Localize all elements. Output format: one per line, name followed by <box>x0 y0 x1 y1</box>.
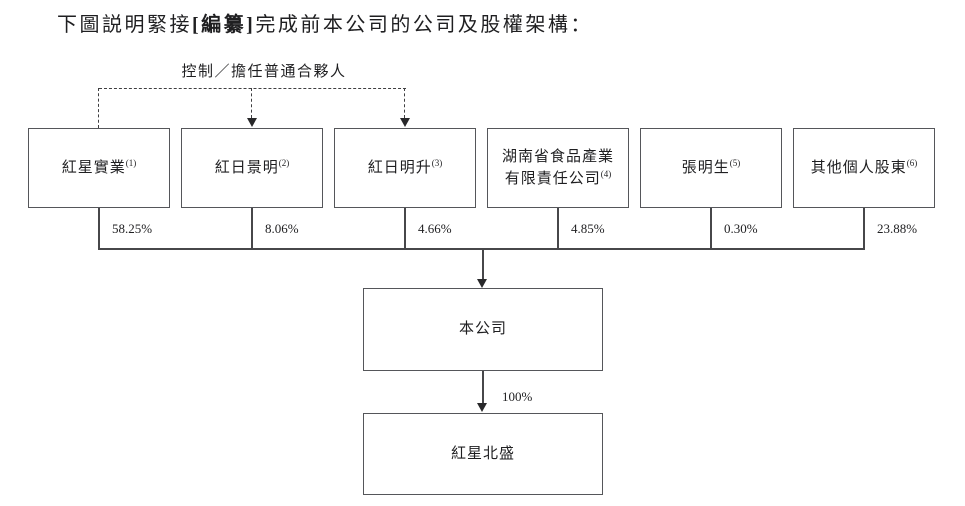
connector-line <box>482 371 484 404</box>
down-arrowhead-icon <box>477 279 487 288</box>
shareholder-name: 紅日明升(3) <box>368 157 443 178</box>
caption-bracket-term: [編纂] <box>192 14 256 36</box>
shareholder-box-hongri-mingsheng: 紅日明升(3) <box>334 128 476 208</box>
connector-line <box>482 248 484 281</box>
control-gp-label: 控制／擔任普通合夥人 <box>181 64 347 80</box>
entity-name: 紅日景明 <box>214 160 279 177</box>
dashed-line-to-hongri-jingming <box>251 88 252 118</box>
shareholder-name: 紅日景明(2) <box>215 157 290 178</box>
shareholder-name: 紅星實業(1) <box>62 157 137 178</box>
connector-line <box>98 208 100 248</box>
dashed-line-to-hongri-mingsheng <box>404 88 405 118</box>
ownership-percent: 8.06% <box>265 221 299 236</box>
collector-line <box>98 248 865 250</box>
company-box: 本公司 <box>363 288 603 371</box>
entity-name: 紅星實業 <box>61 160 126 177</box>
diagram-caption: 下圖説明緊接[編纂]完成前本公司的公司及股權架構： <box>57 8 593 37</box>
footnote-marker: (4) <box>600 168 612 179</box>
shareholder-box-hongri-jingming: 紅日景明(2) <box>181 128 323 208</box>
footnote-marker: (2) <box>278 158 290 169</box>
ownership-percent: 4.85% <box>571 221 605 236</box>
shareholder-name: 湖南省食品產業 有限責任公司(4) <box>502 147 614 189</box>
entity-name: 湖南省食品產業 有限責任公司 <box>501 149 614 187</box>
footnote-marker: (3) <box>431 158 443 169</box>
entity-name: 張明生 <box>681 160 730 177</box>
caption-text-pre: 下圖説明緊接 <box>57 14 192 36</box>
shareholder-box-hongxing-shiye: 紅星實業(1) <box>28 128 170 208</box>
shareholder-name: 其他個人股東(6) <box>811 157 918 178</box>
shareholder-box-zhang-mingsheng: 張明生(5) <box>640 128 782 208</box>
dashed-line-horizontal <box>99 88 406 89</box>
ownership-percent: 100% <box>502 389 533 404</box>
ownership-percent: 4.66% <box>418 221 452 236</box>
down-arrowhead-icon <box>477 403 487 412</box>
subsidiary-box: 紅星北盛 <box>363 413 603 495</box>
connector-line <box>710 208 712 248</box>
down-arrowhead-icon <box>247 118 257 127</box>
shareholder-box-hunan-food-industry: 湖南省食品產業 有限責任公司(4) <box>487 128 629 208</box>
dashed-line-from-hongxing <box>98 88 99 128</box>
connector-line <box>404 208 406 248</box>
shareholder-box-other-individuals: 其他個人股東(6) <box>793 128 935 208</box>
connector-line <box>863 208 865 248</box>
footnote-marker: (6) <box>906 158 918 169</box>
ownership-percent: 58.25% <box>112 221 153 236</box>
footnote-marker: (5) <box>729 158 741 169</box>
footnote-marker: (1) <box>125 158 137 169</box>
caption-text-post: 完成前本公司的公司及股權架構： <box>255 14 593 36</box>
down-arrowhead-icon <box>400 118 410 127</box>
company-name: 本公司 <box>458 321 507 338</box>
entity-name: 紅日明升 <box>367 160 432 177</box>
shareholder-name: 張明生(5) <box>682 157 741 178</box>
subsidiary-name: 紅星北盛 <box>450 445 515 462</box>
ownership-percent: 0.30% <box>724 221 758 236</box>
connector-line <box>557 208 559 248</box>
connector-line <box>251 208 253 248</box>
entity-name: 其他個人股東 <box>810 160 907 177</box>
ownership-percent: 23.88% <box>877 221 918 236</box>
